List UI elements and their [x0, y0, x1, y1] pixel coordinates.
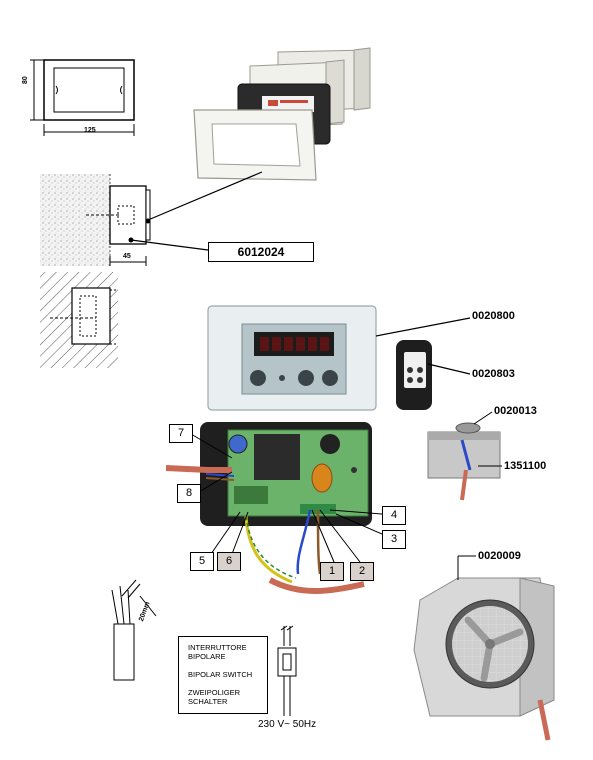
- part-number-remote: 0020803: [472, 368, 515, 380]
- cable-red-bottom: [268, 577, 365, 594]
- cable-strip-detail: [111, 579, 157, 681]
- supply-voltage-label: 230 V~ 50Hz: [258, 719, 317, 730]
- pcb-board: [200, 422, 372, 526]
- wire-blue-left: [205, 473, 235, 477]
- remote-control: [396, 340, 432, 410]
- leader-sensor: [473, 411, 493, 425]
- box-front-view: [30, 59, 135, 136]
- switch-note-line3: BIPOLAR SWITCH: [188, 670, 253, 679]
- switch-note-line2: BIPOLARE: [188, 652, 226, 661]
- pcb-callout-leaders: [190, 433, 383, 563]
- switch-note-box: INTERRUTTORE BIPOLARE BIPOLAR SWITCH ZWE…: [178, 636, 268, 714]
- terminal-label-7: 7: [169, 424, 193, 443]
- bipolar-switch-symbol: [277, 625, 297, 716]
- hatched-wall-view: [40, 272, 118, 368]
- terminal-label-2: 2: [350, 562, 374, 581]
- exploded-plate-assembly: [193, 47, 371, 181]
- wire-yellow-green-stripe: [245, 515, 297, 579]
- part-number-sensor: 0020013: [494, 405, 537, 417]
- dimension-height: 80: [22, 76, 29, 84]
- leader-frame: [147, 171, 263, 221]
- sensor-housing: [427, 422, 501, 501]
- wall-section-view: [40, 174, 209, 266]
- wire-brown-2: [316, 509, 322, 575]
- centrifugal-fan: [413, 577, 555, 741]
- terminal-label-6: 6: [217, 552, 241, 571]
- dimension-depth: 45: [123, 253, 131, 260]
- switch-note-line4: ZWEIPOLIGER: [188, 688, 241, 697]
- terminal-label-1: 1: [320, 562, 344, 581]
- control-panel: [207, 305, 377, 411]
- cable-red-left: [165, 465, 232, 473]
- switch-note-line5: SCHALTER: [188, 697, 228, 706]
- terminal-label-3: 3: [382, 530, 406, 549]
- leader-panel: [375, 317, 471, 337]
- leader-remote: [427, 363, 471, 375]
- terminal-label-8: 8: [177, 484, 201, 503]
- terminal-label-4: 4: [382, 506, 406, 525]
- switch-note-line1: INTERRUTTORE: [188, 643, 247, 652]
- dimension-width: 125: [84, 127, 96, 134]
- terminal-label-5: 5: [190, 552, 214, 571]
- part-number-fan: 0020009: [478, 550, 521, 562]
- wire-blue-1: [296, 509, 312, 575]
- part-number-sensor-housing: 1351100: [504, 460, 547, 472]
- part-number-box: 6012024: [208, 242, 314, 262]
- part-number-panel: 0020800: [472, 310, 515, 322]
